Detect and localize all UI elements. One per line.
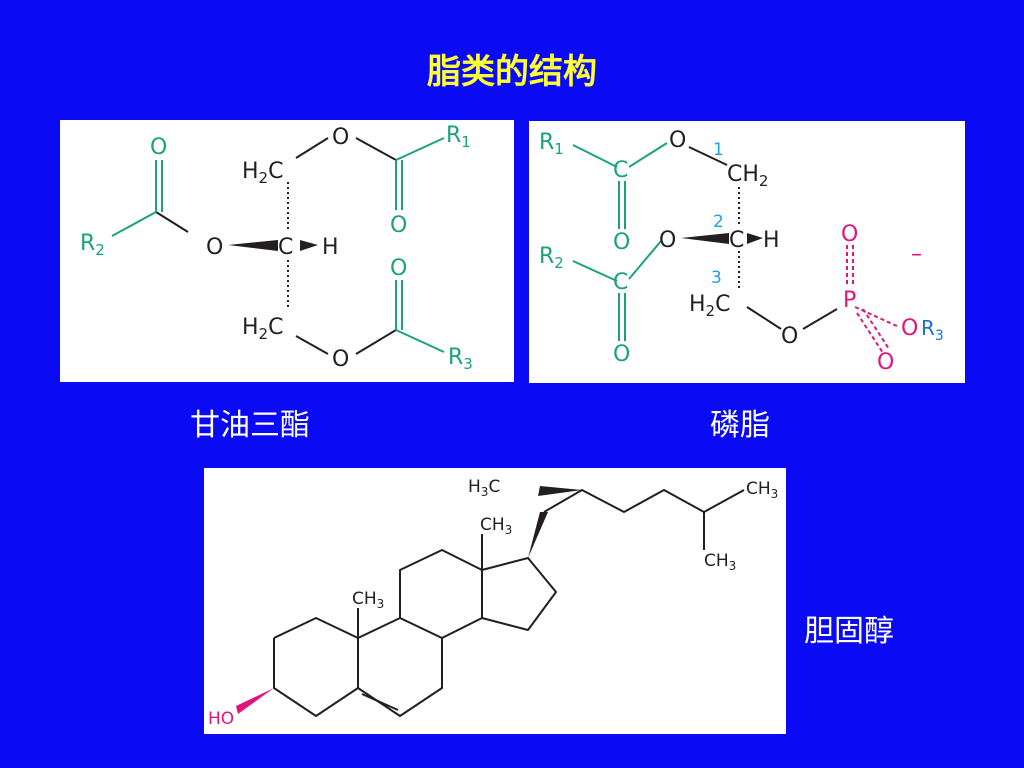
- cholesterol-caption: 胆固醇: [804, 614, 894, 649]
- carbonyl-carbon-2: C: [613, 270, 628, 295]
- r2-label: R2: [80, 231, 105, 259]
- carbonyl-oxygen-1: O: [390, 213, 407, 238]
- central-carbon: C: [729, 228, 744, 253]
- bottom-ch2-label: H2C: [242, 315, 283, 343]
- phospholipid-diagram: O CH2 O C H H2C O R1 C O R2 C O 1 2 3 O …: [539, 128, 944, 375]
- phospholipid-structure-panel: O CH2 O C H H2C O R1 C O R2 C O 1 2 3 O …: [529, 121, 965, 383]
- carbonyl-oxygen-2: O: [150, 135, 167, 160]
- cholesterol-structure-panel: H3C CH3 CH3 CH3 CH3 HO: [204, 468, 786, 734]
- ch3-c19-label: CH3: [352, 589, 384, 611]
- ester-oxygen-2: O: [659, 228, 676, 253]
- ch2-top-label: CH2: [727, 162, 768, 190]
- triglyceride-structure-panel: H2C H2C O O O C H R1 R2 R3 O O O: [60, 120, 514, 382]
- phosphate-oxygen-r3: O: [901, 316, 918, 341]
- central-hydrogen: H: [322, 235, 339, 260]
- hydroxyl-label: HO: [208, 709, 234, 729]
- cholesterol-diagram: H3C CH3 CH3 CH3 CH3 HO: [208, 477, 778, 729]
- phosphorus: P: [843, 288, 856, 313]
- triglyceride-diagram: H2C H2C O O O C H R1 R2 R3 O O O: [80, 123, 473, 373]
- ch2-bottom-label: H2C: [689, 292, 730, 320]
- carbonyl-carbon-1: C: [613, 158, 628, 183]
- ester-oxygen-top: O: [332, 125, 349, 150]
- ester-oxygen-bottom: O: [332, 347, 349, 372]
- r1-label: R1: [446, 123, 471, 151]
- r2-label: R2: [539, 244, 564, 272]
- phosphate-oxygen-top: O: [841, 222, 858, 247]
- central-carbon: C: [278, 235, 293, 260]
- carbonyl-oxygen-3: O: [390, 256, 407, 281]
- triglyceride-caption: 甘油三酯: [190, 408, 310, 443]
- negative-charge: –: [911, 242, 922, 267]
- ch3-isopropyl-label: CH3: [704, 551, 736, 573]
- phosphate-oxygen-bottom: O: [877, 350, 894, 375]
- top-ch2-label: H2C: [242, 159, 283, 187]
- ch3-c18-label: CH3: [480, 515, 512, 537]
- r3-label: R3: [448, 345, 473, 373]
- phosphoester-oxygen: O: [781, 324, 798, 349]
- phospholipid-caption: 磷脂: [710, 408, 770, 443]
- carbon-number-1: 1: [713, 140, 724, 160]
- carbon-number-2: 2: [713, 212, 724, 232]
- r1-label: R1: [539, 130, 564, 158]
- ester-oxygen-1: O: [669, 128, 686, 153]
- h3c-label: H3C: [468, 477, 500, 499]
- r3-label: R3: [921, 316, 944, 344]
- carbonyl-oxygen-2: O: [613, 342, 630, 367]
- ch3-terminal-label: CH3: [746, 479, 778, 501]
- slide-title: 脂类的结构: [427, 52, 597, 92]
- carbon-number-3: 3: [711, 268, 722, 288]
- ester-oxygen-middle: O: [206, 235, 223, 260]
- carbonyl-oxygen-1: O: [613, 230, 630, 255]
- central-hydrogen: H: [763, 228, 780, 253]
